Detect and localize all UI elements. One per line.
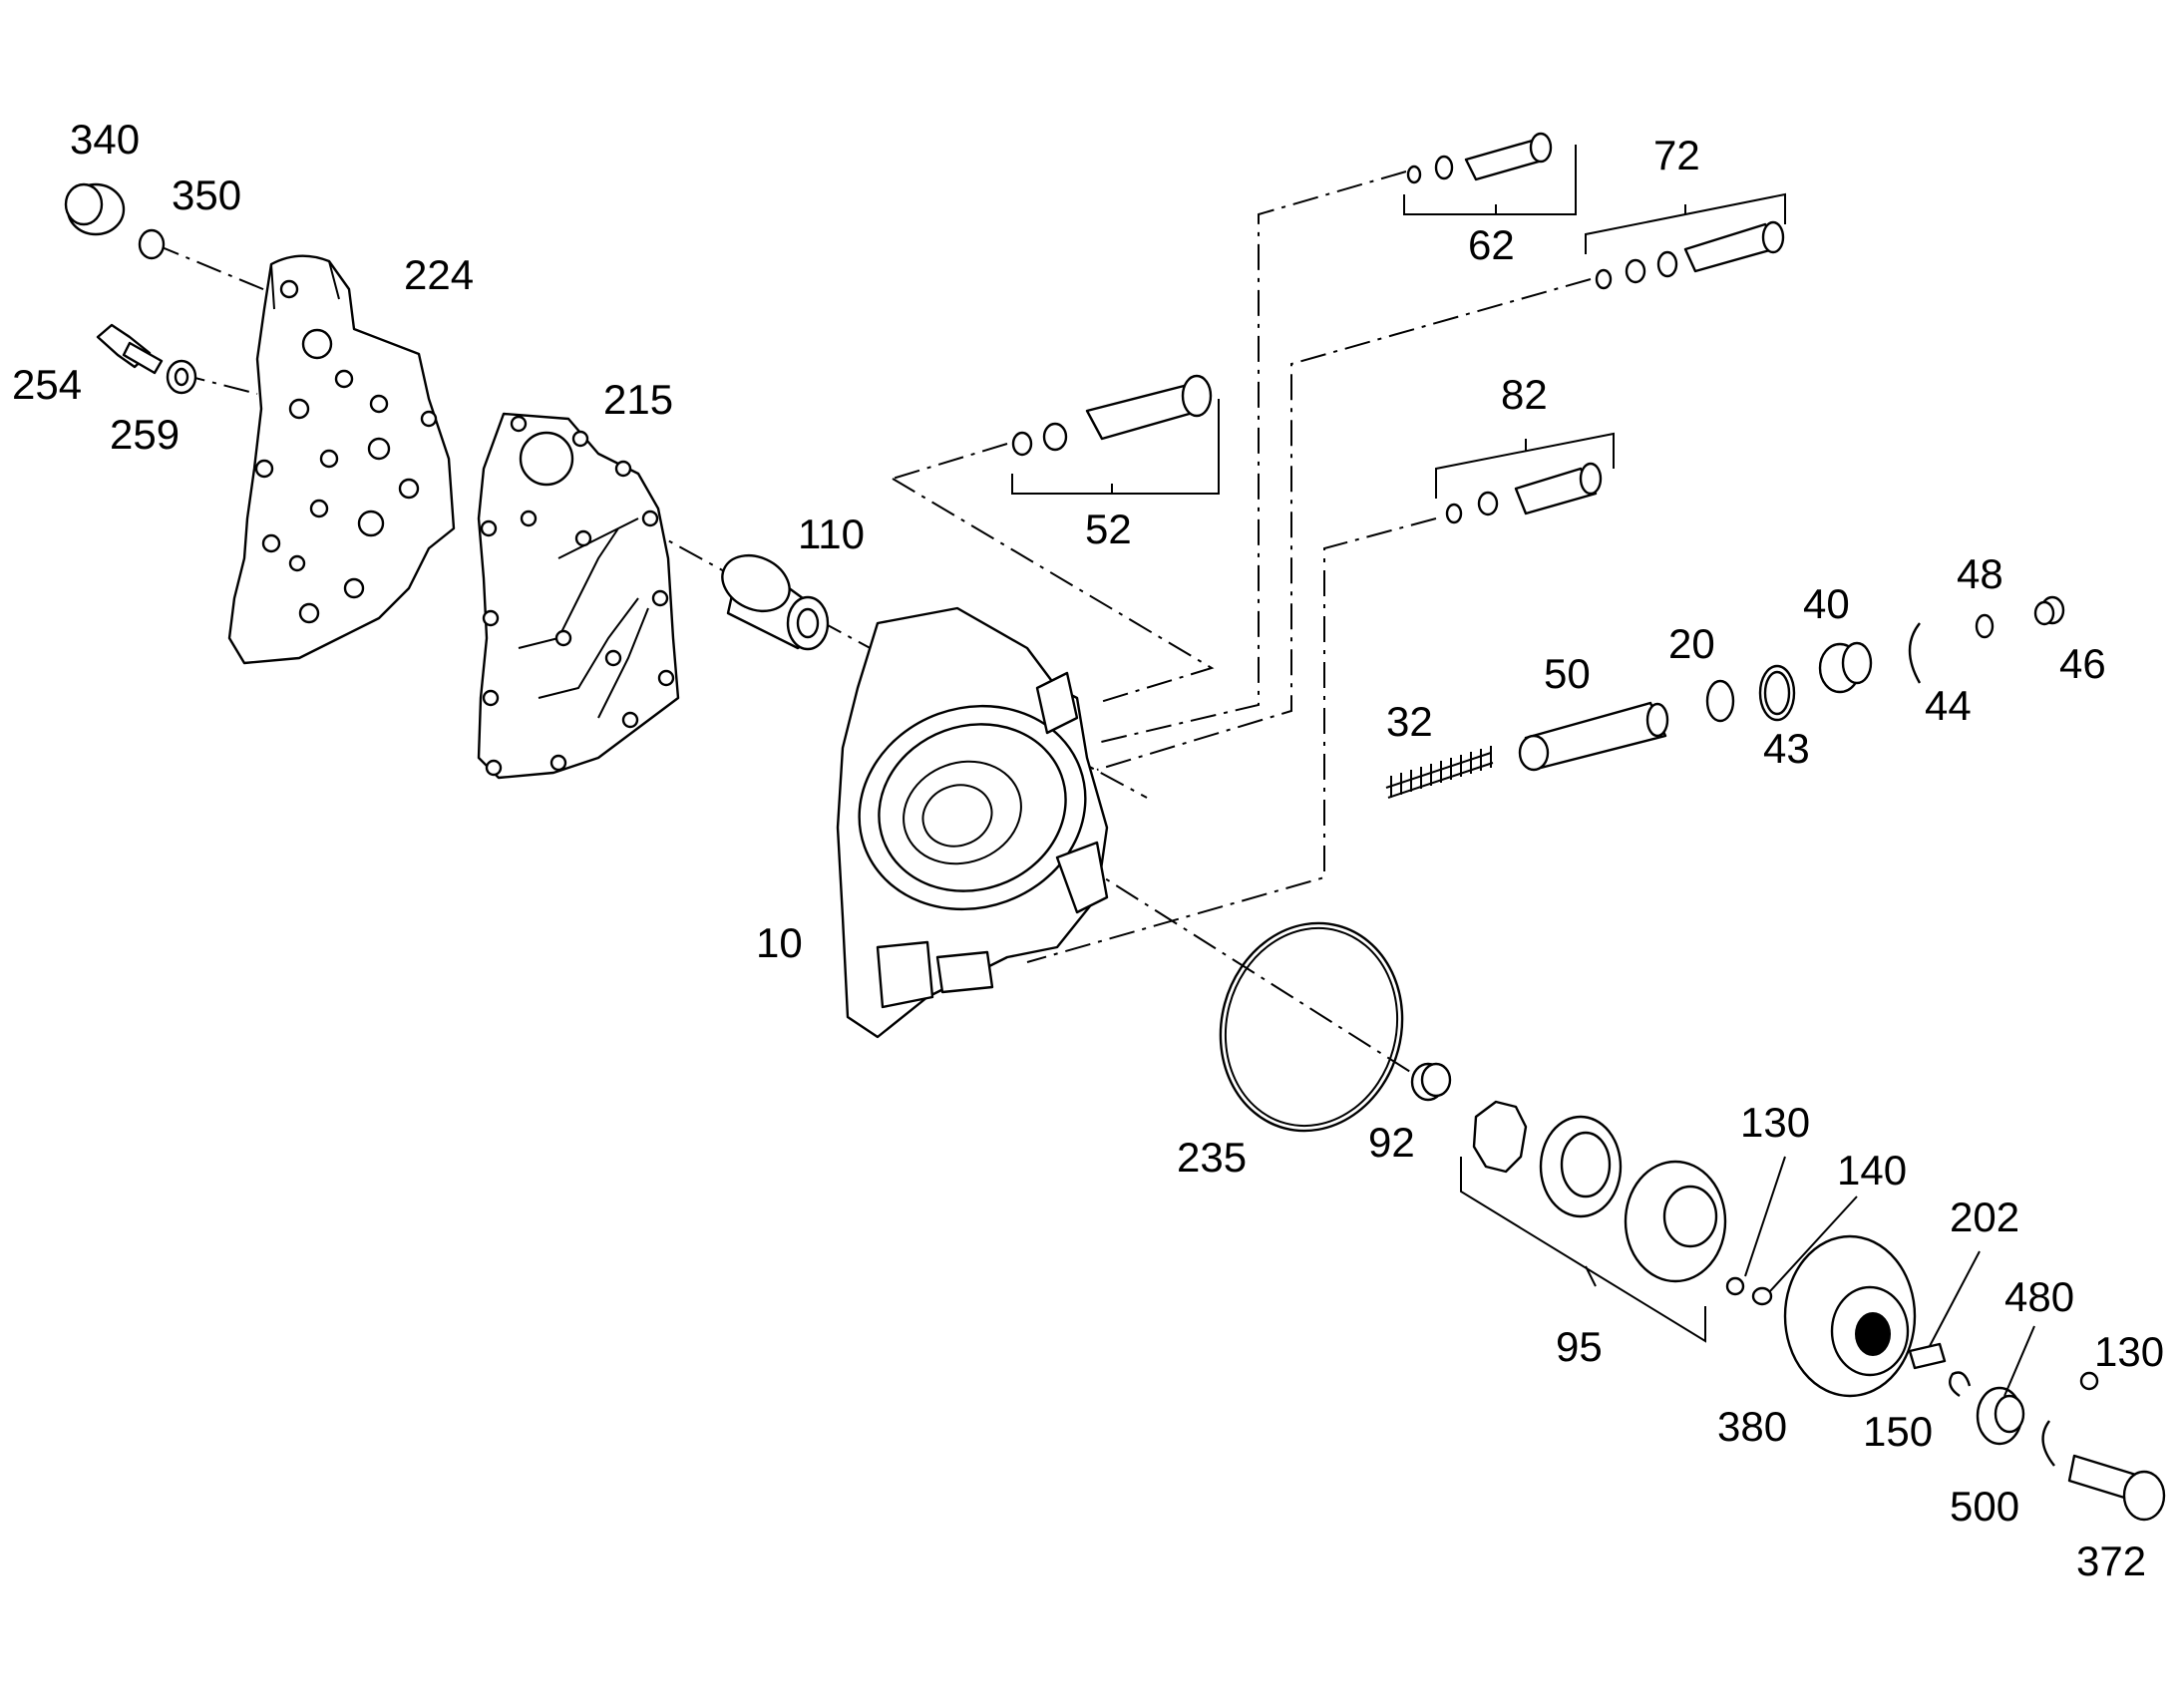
label-372: 372 xyxy=(2076,1537,2146,1584)
plug-340 xyxy=(64,182,126,236)
label-48: 48 xyxy=(1957,550,2003,597)
plug-46 xyxy=(2033,595,2065,626)
gear-set-95 xyxy=(1460,1100,1727,1343)
washer-259 xyxy=(166,359,197,395)
label-235: 235 xyxy=(1177,1134,1247,1181)
label-20: 20 xyxy=(1668,620,1715,667)
label-480: 480 xyxy=(2004,1273,2074,1320)
label-32: 32 xyxy=(1386,698,1433,745)
label-259: 259 xyxy=(110,411,180,458)
label-10: 10 xyxy=(756,919,803,966)
spring-32 xyxy=(1385,746,1494,799)
label-92: 92 xyxy=(1368,1119,1415,1166)
cover-380 xyxy=(1783,1234,1917,1398)
label-130-a: 130 xyxy=(1740,1099,1810,1146)
ring-20 xyxy=(1705,679,1735,723)
label-130-b: 130 xyxy=(2094,1328,2164,1375)
label-224: 224 xyxy=(404,251,474,298)
valve-group-72 xyxy=(1585,192,1786,290)
label-215: 215 xyxy=(603,376,673,423)
label-40: 40 xyxy=(1803,580,1850,627)
bushing-92 xyxy=(1410,1062,1452,1102)
label-140: 140 xyxy=(1837,1147,1907,1194)
bolt-254 xyxy=(96,323,164,375)
label-340: 340 xyxy=(70,116,140,163)
snap-ring-44 xyxy=(1908,622,1922,684)
plug-40 xyxy=(1818,641,1873,694)
spring-140 xyxy=(1751,1286,1773,1306)
valve-group-82 xyxy=(1435,432,1615,524)
snap-ring-480 xyxy=(2041,1420,2055,1467)
pin-202 xyxy=(1908,1342,1947,1370)
assembly-lines xyxy=(154,171,1592,1083)
valve-spool-50 xyxy=(1518,701,1669,772)
label-202: 202 xyxy=(1950,1194,2019,1240)
gasket-215 xyxy=(477,412,680,780)
leader-lines xyxy=(1744,1156,2035,1397)
valve-plate-224 xyxy=(227,254,456,665)
label-46: 46 xyxy=(2059,640,2106,687)
label-43: 43 xyxy=(1763,725,1810,772)
ball-130a xyxy=(1725,1276,1745,1296)
ring-48 xyxy=(1975,613,1995,639)
clip-150 xyxy=(1949,1371,1972,1397)
label-52: 52 xyxy=(1085,506,1132,552)
valve-group-52 xyxy=(1011,374,1220,495)
filter-110 xyxy=(721,553,830,651)
label-62: 62 xyxy=(1468,221,1515,268)
label-380: 380 xyxy=(1717,1403,1787,1450)
part-labels: 340 350 224 254 259 215 110 52 62 72 82 … xyxy=(12,116,2164,1584)
valve-group-62 xyxy=(1403,132,1577,215)
label-150: 150 xyxy=(1863,1408,1933,1455)
bearing-500 xyxy=(1976,1386,2025,1446)
pump-housing-10 xyxy=(836,606,1109,1039)
shaft-372 xyxy=(2067,1454,2166,1522)
label-72: 72 xyxy=(1653,132,1700,178)
o-ring-235 xyxy=(1219,921,1404,1133)
label-50: 50 xyxy=(1544,650,1591,697)
label-350: 350 xyxy=(172,171,241,218)
label-110: 110 xyxy=(798,511,865,557)
label-95: 95 xyxy=(1556,1323,1603,1370)
ball-130b xyxy=(2079,1371,2099,1391)
label-254: 254 xyxy=(12,361,82,408)
label-44: 44 xyxy=(1925,682,1972,729)
label-82: 82 xyxy=(1501,371,1548,418)
o-ring-350 xyxy=(138,228,166,260)
ring-43 xyxy=(1758,664,1796,722)
label-500: 500 xyxy=(1950,1483,2019,1530)
